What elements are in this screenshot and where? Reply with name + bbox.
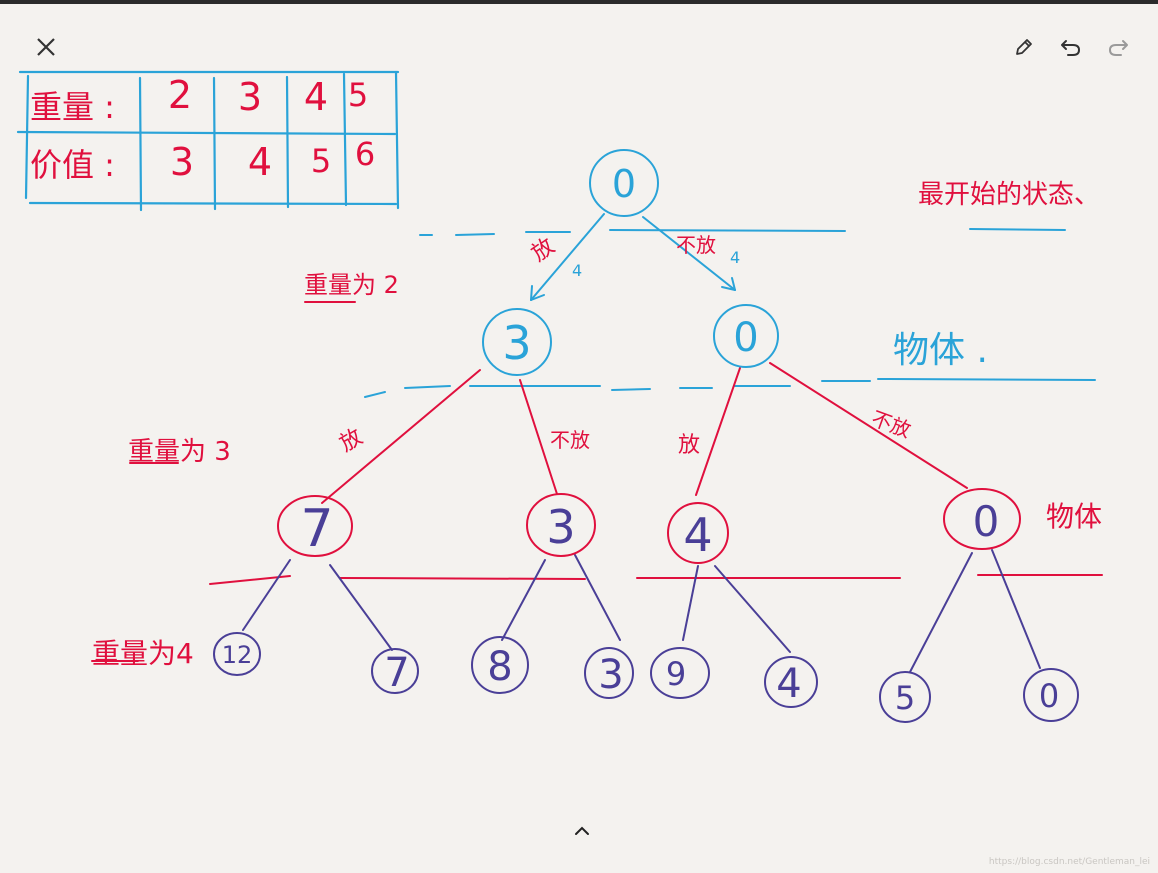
value-1: 3 <box>170 140 194 184</box>
weight-3: 4 <box>304 75 328 119</box>
node-root-label: 0 <box>612 162 636 206</box>
edge-label-put-root: 放 <box>527 234 559 267</box>
edge-label-put-l1-left: 放 <box>336 425 368 458</box>
node-l1-left <box>482 308 552 376</box>
node-l2-3-label: 4 <box>683 508 712 562</box>
node-labels: 0 3 0 7 3 4 0 12 7 8 3 9 4 5 0 <box>222 162 1059 717</box>
node-l3-8 <box>1023 668 1079 722</box>
node-l3-3-label: 8 <box>487 644 512 690</box>
level-divider-2 <box>364 378 1096 398</box>
table-text: 重量 : 价值 : 2 3 4 5 3 4 5 6 <box>30 73 375 184</box>
top-bar <box>0 0 1158 4</box>
annotation-item-upper: 物体 . <box>893 330 988 371</box>
edge-label-notput-l1-right: 不放 <box>868 406 914 442</box>
redo-icon <box>1109 40 1128 56</box>
weight-2: 3 <box>238 75 262 119</box>
annotation-underlines <box>91 301 356 662</box>
edge-label-four-right: 4 <box>730 248 740 267</box>
close-button[interactable] <box>29 30 63 64</box>
node-l2-2-label: 3 <box>546 500 575 554</box>
node-l3-5-label: 9 <box>666 655 686 693</box>
node-l1-right-label: 0 <box>733 315 758 361</box>
annotation-weight-3: 重量为 3 <box>128 437 231 467</box>
node-l3-3 <box>471 636 529 694</box>
node-l3-1-label: 12 <box>222 641 253 669</box>
annotation-weight-2: 重量为 2 <box>304 271 399 299</box>
edge-label-put-l1-right: 放 <box>678 433 700 458</box>
node-l3-5 <box>650 647 710 699</box>
annotations: 最开始的状态、 物体 . 物体 重量为 2 重量为 3 重量为4 <box>92 180 1102 670</box>
node-l3-6 <box>764 656 818 708</box>
node-l3-8-label: 0 <box>1039 677 1059 715</box>
undo-button[interactable] <box>1054 30 1088 64</box>
node-l2-4 <box>943 488 1021 550</box>
node-l2-1-label: 7 <box>300 499 333 559</box>
close-icon <box>37 38 55 56</box>
pencil-icon <box>1016 39 1032 55</box>
edge-label-notput-root: 不放 <box>676 233 716 257</box>
node-l3-6-label: 4 <box>776 661 801 707</box>
level2-edges <box>242 549 1041 673</box>
annotation-item-lower: 物体 <box>1046 500 1102 533</box>
node-l3-2 <box>371 648 419 694</box>
value-3: 5 <box>311 142 331 180</box>
node-l1-right <box>713 304 779 368</box>
redo-button[interactable] <box>1101 30 1135 64</box>
watermark: https://blog.csdn.net/Gentleman_lei <box>988 857 1150 867</box>
node-root <box>589 149 659 217</box>
level-divider-3 <box>209 574 1103 585</box>
pencil-button[interactable] <box>1006 30 1040 64</box>
node-l2-3 <box>667 502 729 564</box>
table-label-weight: 重量 : <box>30 88 115 126</box>
undo-icon <box>1061 40 1080 56</box>
collapse-button[interactable] <box>565 813 599 847</box>
value-2: 4 <box>248 140 272 184</box>
node-l3-1 <box>213 632 261 676</box>
weight-4: 5 <box>348 76 368 114</box>
node-l3-7-label: 5 <box>895 679 915 717</box>
edge-label-four-left: 4 <box>572 261 582 280</box>
edge-labels: 放 不放 4 4 放 不放 放 不放 <box>336 233 915 458</box>
chevron-up-icon <box>575 826 589 835</box>
level-divider-1 <box>419 228 1066 236</box>
node-l3-2-label: 7 <box>384 650 409 696</box>
root-edges <box>530 213 736 301</box>
node-l3-4-label: 3 <box>598 652 623 698</box>
node-l3-4 <box>584 647 634 699</box>
node-l2-2 <box>526 493 596 557</box>
weight-1: 2 <box>168 73 192 117</box>
table-grid <box>16 70 400 212</box>
node-l2-4-label: 0 <box>973 497 1000 546</box>
level1-edges <box>321 362 968 504</box>
value-4: 6 <box>355 135 375 173</box>
annotation-initial-state: 最开始的状态、 <box>918 180 1100 210</box>
edge-label-notput-l1-left: 不放 <box>550 428 590 452</box>
table-label-value: 价值 : <box>30 146 115 184</box>
node-l2-1 <box>277 495 353 557</box>
node-l1-left-label: 3 <box>502 316 531 370</box>
annotation-weight-4: 重量为4 <box>92 637 194 670</box>
node-l3-7 <box>879 671 931 723</box>
